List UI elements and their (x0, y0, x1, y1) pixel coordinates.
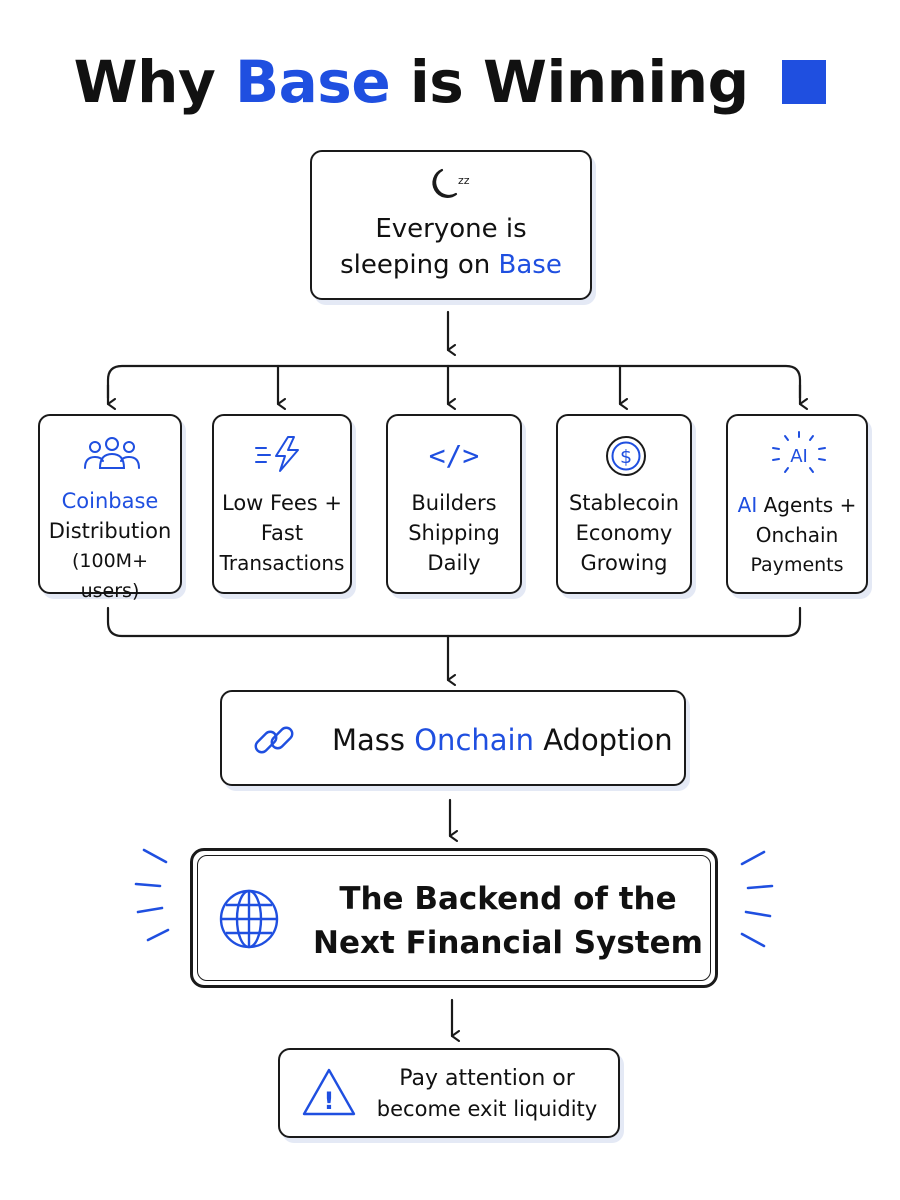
pillar-4-line-2: Economy (575, 521, 673, 545)
branch-bar (106, 364, 802, 400)
dollar-glyph: $ (620, 446, 632, 468)
dollar-coin-icon: $ (606, 436, 646, 476)
pillar-2-line-1: Low Fees + (221, 491, 342, 515)
globe-icon (219, 889, 279, 949)
top-box: zz Everyone is sleeping on Base (310, 150, 592, 300)
warning-icon: ! (302, 1068, 356, 1116)
adoption-text: Mass Onchain Adoption (332, 720, 673, 760)
warning-line-2: become exit liquidity (376, 1097, 598, 1121)
blue-square-icon (782, 59, 827, 104)
chain-link-icon (254, 726, 294, 754)
pillar-5-line-3: Payments (750, 554, 844, 576)
adoption-prefix: Mass (332, 723, 406, 757)
users-icon (84, 437, 140, 469)
pillar-coinbase-distribution: Coinbase Distribution (100M+ users) (38, 414, 182, 602)
adoption-suffix: Adoption (543, 723, 673, 757)
pillar-2-line-3: Transactions (219, 551, 345, 575)
ai-sparkle-icon: AI (772, 431, 826, 473)
pillar-stablecoin-economy: $ Stablecoin Economy Growing (556, 414, 692, 594)
pillar-ai-agents: AI AI Agents + Onchain Payments (726, 414, 868, 594)
adoption-highlight: Onchain (414, 723, 534, 757)
pillar-5-line-1-highlight: AI (737, 493, 758, 517)
title-prefix: Why (73, 48, 216, 116)
title-suffix: is Winning (409, 48, 749, 116)
pillar-1-line-2: Distribution (48, 519, 172, 543)
backend-box: The Backend of the Next Financial System (190, 848, 718, 988)
moon-zzz-icon: zz (432, 168, 470, 198)
adoption-box: Mass Onchain Adoption (220, 690, 686, 786)
code-icon: </> (428, 439, 480, 472)
merge-bar (106, 606, 802, 638)
title-highlight: Base (234, 48, 391, 116)
pillar-3-line-3: Daily (427, 551, 481, 575)
ai-glyph: AI (790, 446, 808, 467)
emphasis-strokes (134, 848, 774, 948)
pillar-1-line-1: Coinbase (61, 489, 159, 513)
pillar-3-line-1: Builders (411, 491, 497, 515)
pillar-builders-shipping: </> Builders Shipping Daily (386, 414, 522, 594)
warning-line-1: Pay attention or (399, 1066, 575, 1091)
top-box-line-2-prefix: sleeping on (340, 250, 491, 280)
pillar-low-fees: Low Fees + Fast Transactions (212, 414, 352, 594)
pillar-4-line-3: Growing (580, 551, 668, 575)
pillar-2-line-2: Fast (260, 521, 304, 545)
pillar-4-line-1: Stablecoin (568, 491, 680, 515)
pillar-5-line-2: Onchain (755, 523, 839, 547)
top-box-line-2-highlight: Base (498, 250, 562, 280)
backend-line-2: Next Financial System (313, 925, 703, 961)
backend-line-1: The Backend of the (339, 881, 677, 917)
pillar-1-line-3: (100M+ users) (72, 550, 148, 602)
warning-box: ! Pay attention or become exit liquidity (278, 1048, 620, 1138)
top-box-line-2: sleeping on Base (312, 248, 590, 282)
lightning-speed-icon (255, 436, 299, 472)
top-box-line-1: Everyone is (375, 214, 527, 244)
diagram-title: Why Base is Winning (0, 42, 900, 122)
pillar-3-line-2: Shipping (408, 521, 500, 545)
backend-box-inner-border (197, 855, 711, 981)
pillar-5-line-1: AI Agents + (728, 490, 866, 520)
pillar-5-line-1-rest: Agents + (763, 493, 857, 517)
warning-glyph: ! (324, 1087, 335, 1115)
zzz-text: zz (458, 174, 470, 187)
